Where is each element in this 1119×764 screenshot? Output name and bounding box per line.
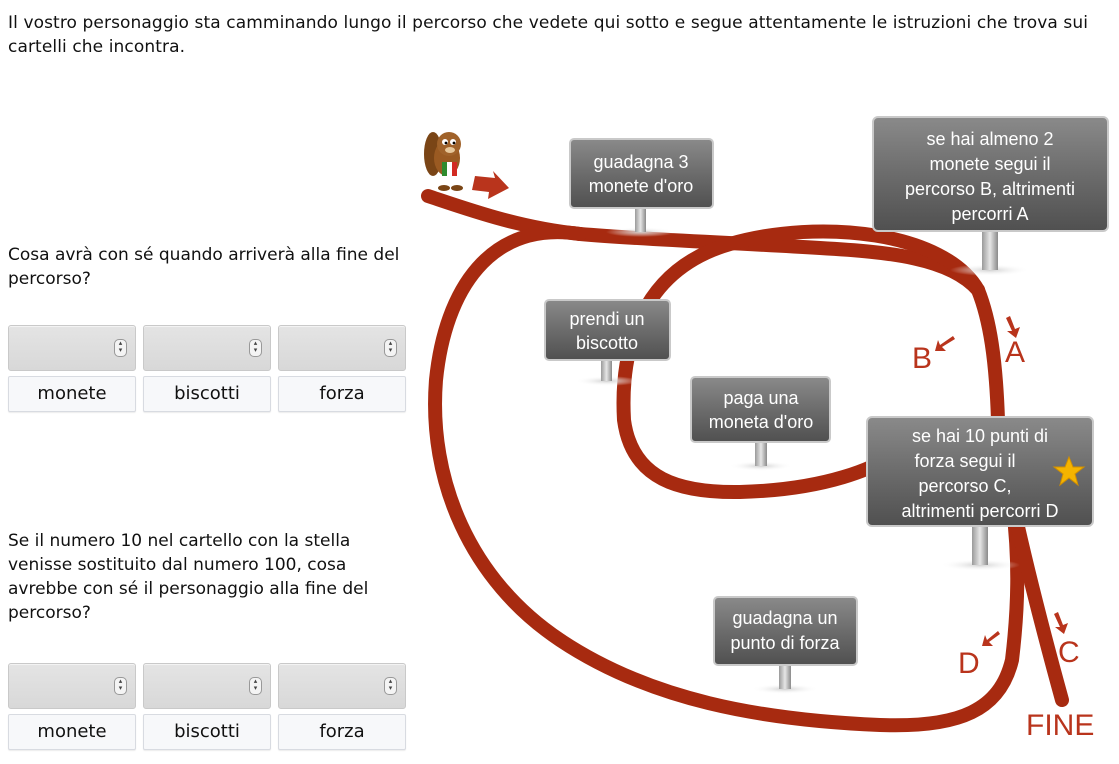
path-branch-b: [616, 224, 985, 500]
answer-group-1: ▴▾ monete ▴▾ biscotti ▴▾ forza: [8, 325, 408, 412]
beaver-character-icon: [424, 132, 463, 191]
path-branch-a: [971, 283, 1005, 427]
biscotti-select[interactable]: ▴▾: [143, 325, 271, 371]
sign-pay-line-2: moneta d'oro: [709, 412, 814, 432]
answer-column-biscotti: ▴▾ biscotti: [143, 325, 271, 412]
answer-column-forza: ▴▾ forza: [278, 325, 406, 412]
monete-select[interactable]: ▴▾: [8, 663, 136, 709]
question-2-text: Se il numero 10 nel cartello con la stel…: [8, 531, 369, 623]
answer-column-forza: ▴▾ forza: [278, 663, 406, 750]
star-icon: [1052, 455, 1086, 487]
path-route: [421, 189, 1069, 733]
sign-cookie-line-1: prendi un: [569, 309, 644, 329]
sign-gold-coins: guadagna 3 monete d'oro: [569, 138, 714, 237]
forza-label: forza: [278, 714, 406, 750]
sign-branch-cd-line-4: altrimenti percorri D: [901, 501, 1058, 521]
label-d: D: [958, 647, 980, 680]
arrow-c-icon: [1054, 612, 1068, 634]
start-arrow-icon: [472, 171, 509, 199]
sign-gold-line-1: guadagna 3: [593, 152, 688, 172]
answer-group-2: ▴▾ monete ▴▾ biscotti ▴▾ forza: [8, 663, 408, 750]
sign-branch-cd-line-1: se hai 10 punti di: [912, 426, 1048, 446]
sign-cookie: prendi un biscotto: [544, 299, 671, 386]
select-arrows-icon: ▴▾: [114, 677, 127, 695]
select-arrows-icon: ▴▾: [114, 339, 127, 357]
sign-branch-ab-line-4: percorri A: [951, 204, 1028, 224]
monete-label: monete: [8, 714, 136, 750]
sign-branch-ab-line-3: percorso B, altrimenti: [905, 179, 1075, 199]
sign-strength-line-1: guadagna un: [732, 608, 837, 628]
answer-column-monete: ▴▾ monete: [8, 663, 136, 750]
label-fine: FINE: [1026, 709, 1094, 742]
intro-text: Il vostro personaggio sta camminando lun…: [8, 13, 1089, 57]
select-arrows-icon: ▴▾: [384, 677, 397, 695]
label-b: B: [912, 342, 932, 375]
question-1-text: Cosa avrà con sé quando arriverà alla fi…: [8, 245, 400, 289]
forza-select[interactable]: ▴▾: [278, 663, 406, 709]
sign-branch-cd-line-3: percorso C,: [918, 476, 1011, 496]
arrow-b-icon: [935, 336, 955, 351]
answer-column-monete: ▴▾ monete: [8, 325, 136, 412]
sign-strength-line-2: punto di forza: [730, 633, 840, 653]
sign-branch-ab: se hai almeno 2 monete segui il percorso…: [872, 116, 1109, 276]
answer-column-biscotti: ▴▾ biscotti: [143, 663, 271, 750]
path-top: [573, 227, 985, 297]
sign-gold-line-2: monete d'oro: [589, 176, 694, 196]
monete-label: monete: [8, 376, 136, 412]
sign-branch-ab-line-1: se hai almeno 2: [926, 129, 1053, 149]
path-big-loop: [428, 225, 1025, 733]
monete-select[interactable]: ▴▾: [8, 325, 136, 371]
arrow-a-icon: [1006, 316, 1020, 338]
forza-select[interactable]: ▴▾: [278, 325, 406, 371]
sign-pay-line-1: paga una: [723, 388, 799, 408]
biscotti-label: biscotti: [143, 376, 271, 412]
sign-pay-coin: paga una moneta d'oro: [690, 376, 831, 471]
arrow-d-icon: [982, 631, 1000, 646]
sign-strength: guadagna un punto di forza: [713, 596, 858, 694]
select-arrows-icon: ▴▾: [384, 339, 397, 357]
forza-label: forza: [278, 376, 406, 412]
select-arrows-icon: ▴▾: [249, 677, 262, 695]
select-arrows-icon: ▴▾: [249, 339, 262, 357]
sign-branch-cd-line-2: forza segui il: [914, 451, 1015, 471]
sign-cookie-line-2: biscotto: [576, 333, 638, 353]
biscotti-label: biscotti: [143, 714, 271, 750]
label-a: A: [1005, 336, 1025, 369]
sign-branch-ab-line-2: monete segui il: [929, 154, 1050, 174]
sign-branch-cd: se hai 10 punti di forza segui il percor…: [866, 416, 1094, 571]
biscotti-select[interactable]: ▴▾: [143, 663, 271, 709]
label-c: C: [1058, 636, 1080, 669]
